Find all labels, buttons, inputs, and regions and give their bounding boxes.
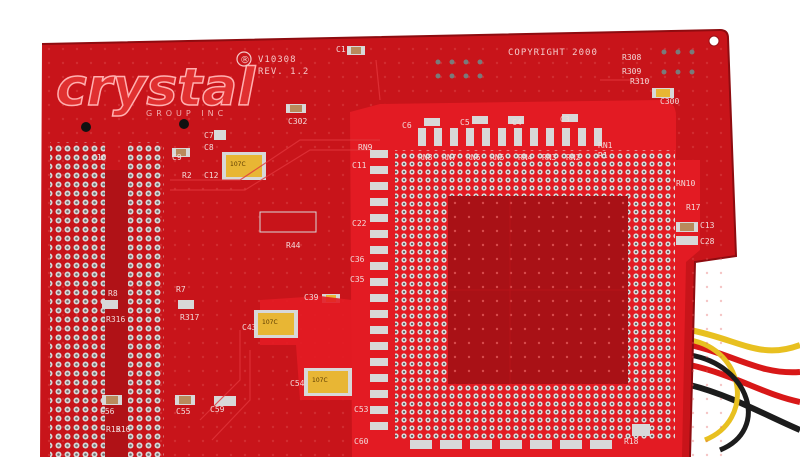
silkscreen-label-r316: R316: [106, 315, 125, 324]
silkscreen-label-c56: C56: [100, 407, 115, 416]
silkscreen-labels: C1 C302 C300 R308 R309 R310 C10 C9 C8 C7…: [92, 45, 715, 446]
silkscreen-label-rn2: RN2: [566, 153, 581, 162]
silkscreen-label-c10: C10: [92, 153, 107, 162]
silkscreen-label-c4: C4: [512, 118, 522, 127]
resistor-network-bottom-row: [410, 440, 612, 449]
silkscreen-label-c5: C5: [460, 118, 470, 127]
silkscreen-label-c59: C59: [210, 405, 225, 414]
silkscreen-label-c55: C55: [176, 407, 191, 416]
silkscreen-label-rn3: RN3: [542, 153, 557, 162]
silkscreen-label-c39: C39: [304, 293, 319, 302]
silkscreen-label-c3: C3: [560, 115, 570, 124]
board-revision: REV. 1.2: [258, 67, 309, 77]
silkscreen-label-r17: R17: [686, 203, 701, 212]
silkscreen-label-c11: C11: [352, 161, 367, 170]
silkscreen-label-c36: C36: [350, 255, 365, 264]
silkscreen-label-r2: R2: [182, 171, 192, 180]
resistor-network-column: [370, 150, 388, 430]
silkscreen-label-c13: C13: [700, 221, 715, 230]
silkscreen-label-r8: R8: [108, 289, 118, 298]
silkscreen-label-c9: C9: [172, 153, 182, 162]
silkscreen-label-r16: R16: [116, 425, 131, 434]
silkscreen-label-c1: C1: [336, 45, 346, 54]
silkscreen-label-c12: C12: [204, 171, 219, 180]
silkscreen-label-r310: R310: [630, 77, 649, 86]
silkscreen-label-r308: R308: [622, 53, 641, 62]
silkscreen-label-c60: C60: [354, 437, 369, 446]
silkscreen-label-r309: R309: [622, 67, 641, 76]
silkscreen-label-c6: C6: [402, 121, 412, 130]
resistor-network-row: [418, 128, 602, 146]
silkscreen-label-rn6: RN6: [466, 153, 481, 162]
silkscreen-label-c302: C302: [288, 117, 307, 126]
tantalum-cap-marking: 107C: [262, 319, 278, 326]
silkscreen-label-c28: C28: [700, 237, 715, 246]
tantalum-cap-marking: 107C: [312, 377, 328, 384]
silkscreen-label-c7: C7: [204, 131, 214, 140]
silkscreen-label-c300: C300: [660, 97, 679, 106]
pin-field-left-2: [128, 142, 164, 457]
silkscreen-label-r7: R7: [176, 285, 186, 294]
silkscreen-label-rn9: RN9: [358, 143, 373, 152]
smd-capacitors: [102, 46, 698, 436]
silkscreen-label-c53: C53: [354, 405, 369, 414]
silkscreen-label-r18: R18: [624, 437, 639, 446]
silkscreen-label-r44: R44: [286, 241, 301, 250]
cpu-socket-pins: [395, 150, 675, 440]
logo-wordmark: crystal: [56, 58, 256, 118]
silkscreen-label-rn8: RN8: [418, 153, 433, 162]
board-version: V10308: [258, 55, 297, 65]
silkscreen-label-c35: C35: [350, 275, 365, 284]
silkscreen-label-rn4: RN4: [518, 153, 533, 162]
silkscreen-label-r15: R15: [106, 425, 121, 434]
silkscreen-label-rn1: RN1: [598, 141, 613, 150]
silkscreen-label-c8: C8: [204, 143, 214, 152]
copyright-text: COPYRIGHT 2000: [508, 48, 598, 58]
registered-mark: ®: [240, 55, 250, 66]
silkscreen-label-rn5: RN5: [490, 153, 505, 162]
silkscreen-label-rn10: RN10: [676, 179, 695, 188]
silkscreen-label-r1: R1: [598, 151, 608, 160]
silkscreen-label-c54: C54: [290, 379, 305, 388]
crystal-logo: crystal GROUP INC ®: [55, 51, 257, 119]
silkscreen-label-r317: R317: [180, 313, 199, 322]
tantalum-cap-marking: 107C: [230, 161, 246, 168]
logo-subtitle: GROUP INC: [146, 109, 227, 118]
silkscreen-label-rn7: RN7: [442, 153, 457, 162]
silkscreen-label-c22: C22: [352, 219, 367, 228]
silkscreen-label-c43: C43: [242, 323, 257, 332]
pin-field-left: [50, 142, 105, 457]
